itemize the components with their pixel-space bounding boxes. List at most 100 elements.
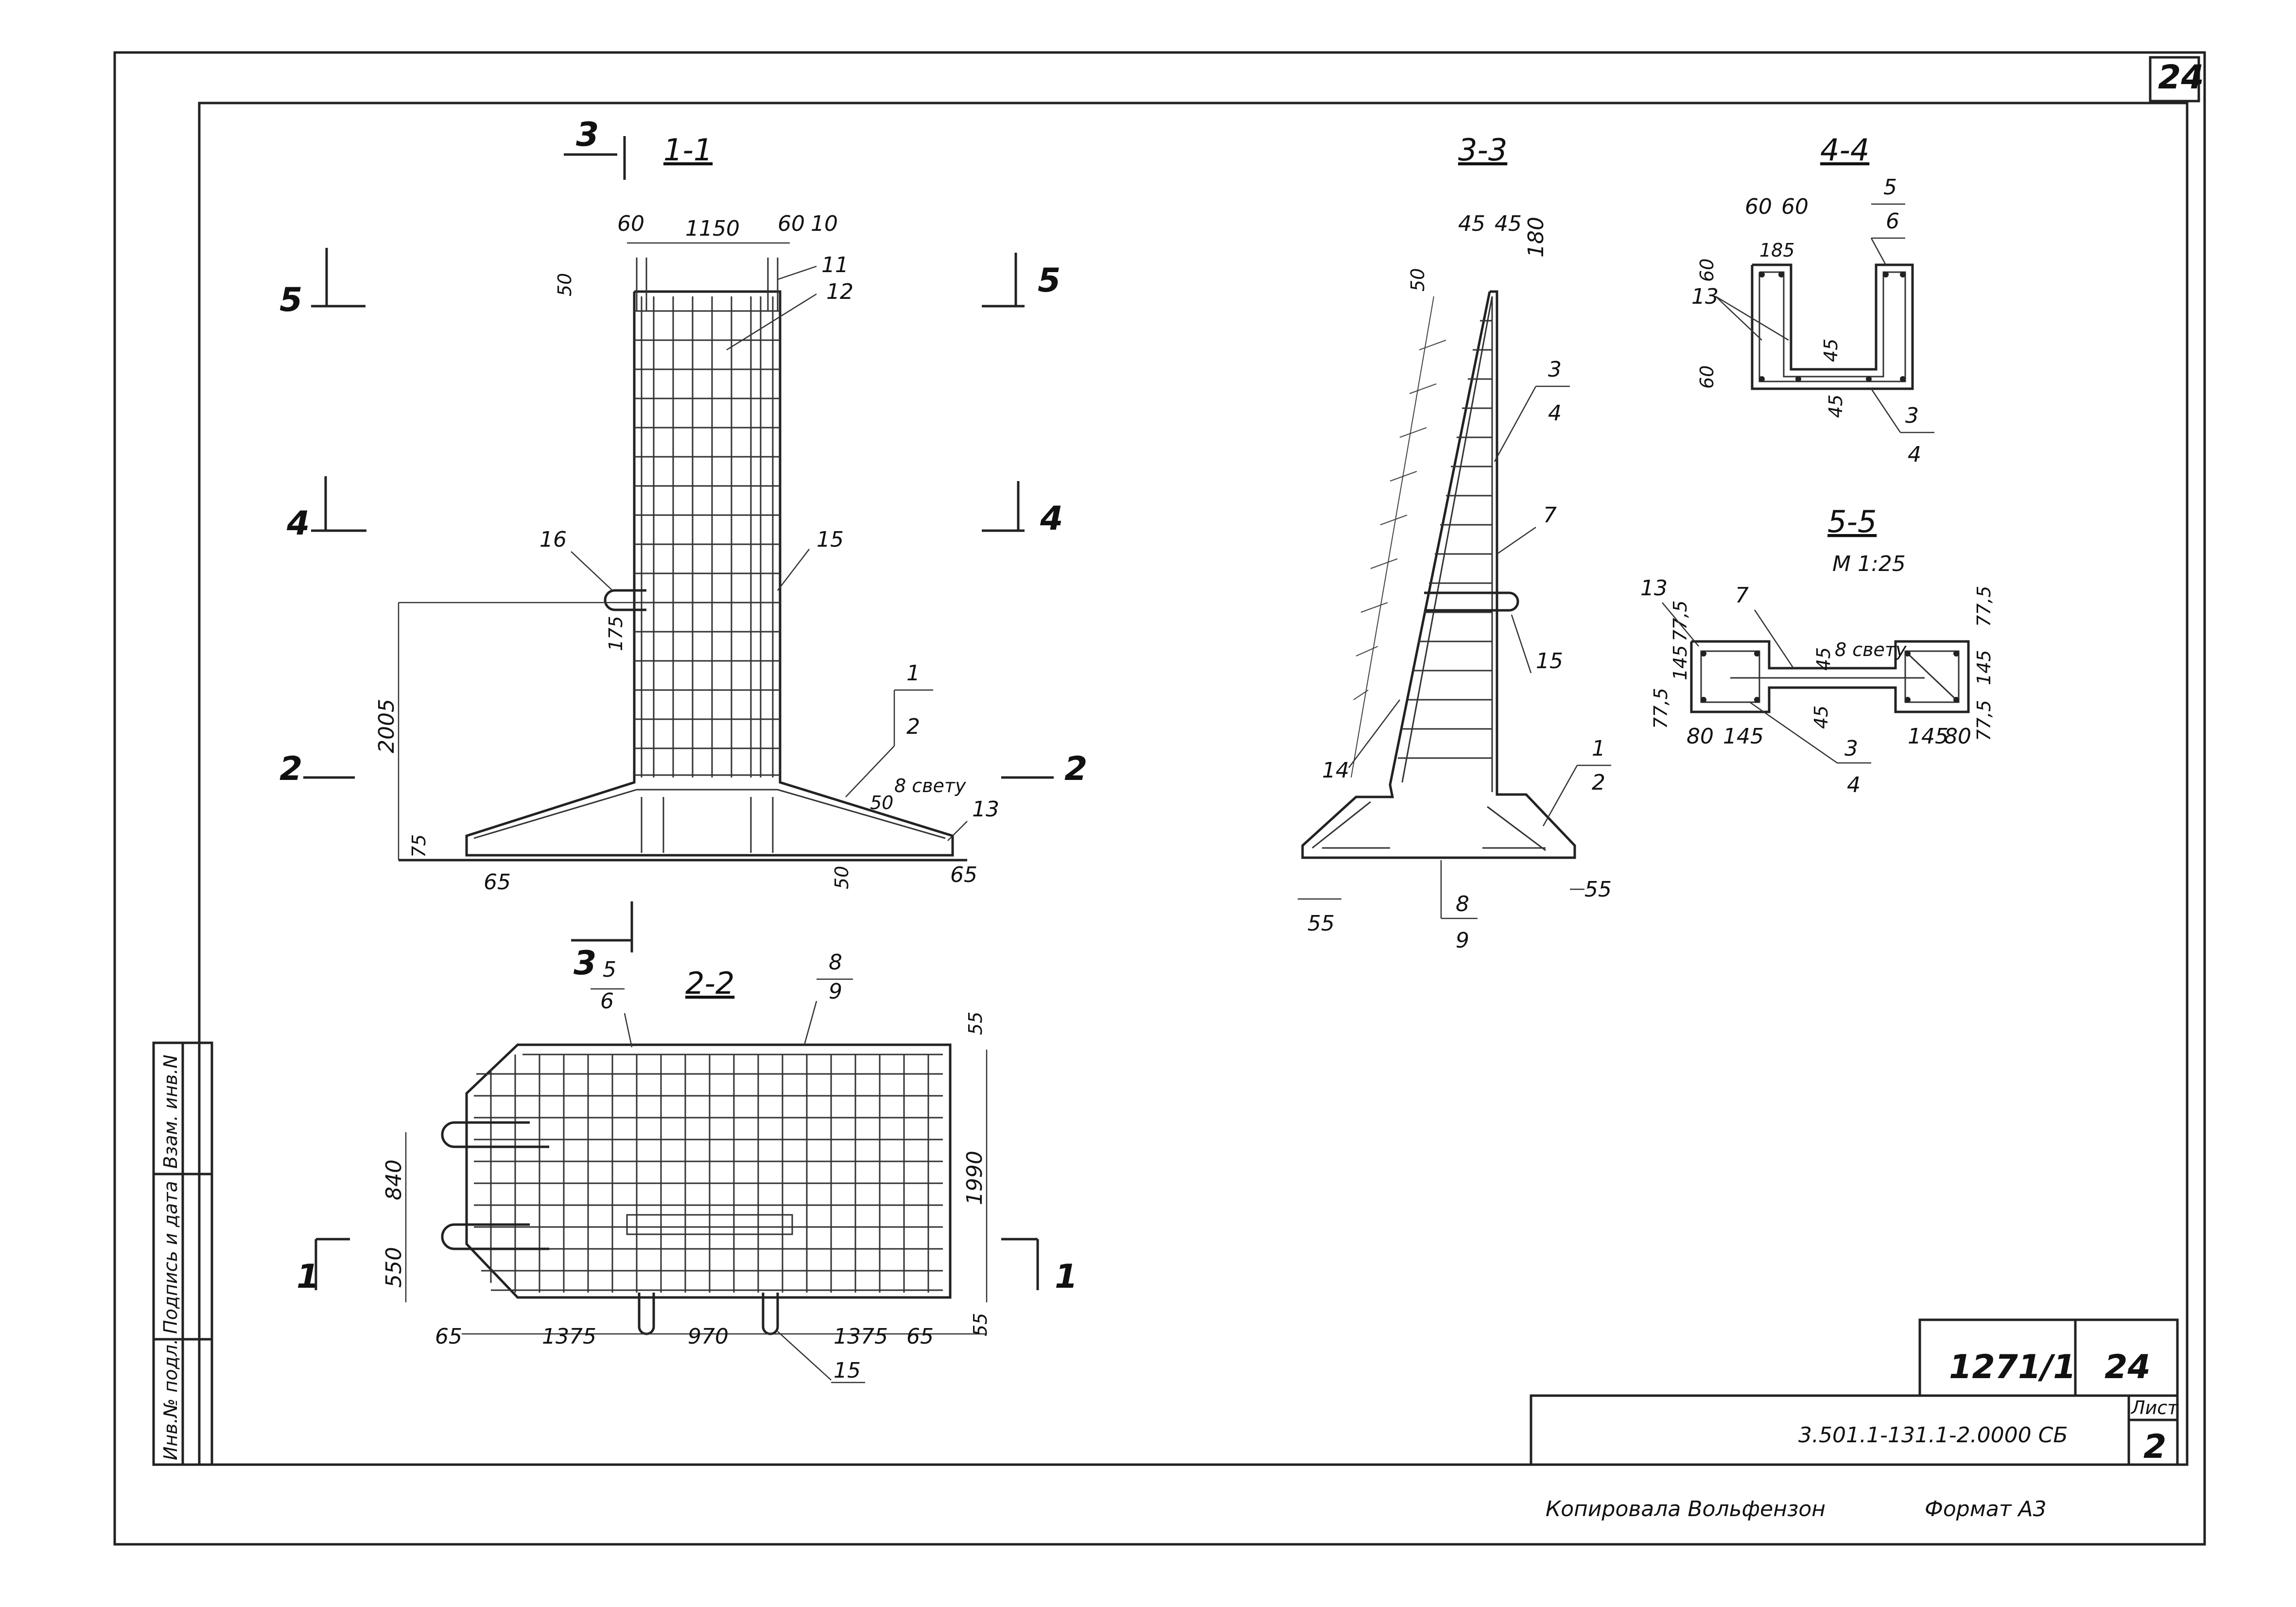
dim-clear: 8 свету bbox=[894, 775, 966, 796]
dim-180: 180 bbox=[1524, 217, 1548, 258]
cut-5-right: 5 bbox=[1038, 261, 1061, 300]
dim-970: 970 bbox=[688, 1324, 729, 1349]
dim-10: 10 bbox=[811, 211, 838, 236]
label-15-plan: 15 bbox=[834, 1358, 861, 1383]
corner-box bbox=[2149, 56, 2200, 103]
designation: 3.501.1-131.1-2.0000 СБ bbox=[1798, 1423, 2068, 1448]
dim-75: 75 bbox=[408, 834, 430, 858]
label-5-plan: 5 bbox=[603, 957, 616, 982]
cut-2-right: 2 bbox=[1064, 750, 1087, 788]
label-7-55: 7 bbox=[1735, 583, 1749, 608]
dim-775-d: 77,5 bbox=[1973, 700, 1995, 741]
cut-3-label: 3 bbox=[576, 116, 599, 154]
dim-45-a: 45 bbox=[1820, 339, 1842, 362]
label-15-33: 15 bbox=[1536, 649, 1563, 674]
outer-frame bbox=[113, 51, 2206, 1546]
section-3-3-hatch bbox=[1351, 296, 1446, 778]
dim-50-slope: 50 bbox=[870, 792, 893, 813]
side-stamp: Инв.№ подл. Подпись и дата Взам. инв.N bbox=[152, 1041, 213, 1466]
label-12: 12 bbox=[826, 279, 853, 304]
dim-185: 185 bbox=[1759, 240, 1795, 261]
dim-145-c: 145 bbox=[1973, 650, 1995, 685]
dim-80-b: 80 bbox=[1944, 724, 1971, 749]
label-6-plan: 6 bbox=[600, 989, 614, 1014]
dim-1375-left: 1375 bbox=[542, 1324, 596, 1349]
dim-55-bottom: 55 bbox=[970, 1313, 991, 1336]
dim-1990: 1990 bbox=[962, 1151, 987, 1205]
dim-55-top: 55 bbox=[965, 1012, 986, 1035]
section-5-5-title: 5-5 bbox=[1827, 504, 1877, 539]
stamp-replace: Взам. инв.N bbox=[160, 1054, 181, 1169]
dim-60-right: 60 bbox=[778, 211, 805, 236]
label-5-44: 5 bbox=[1883, 175, 1897, 200]
label-9-plan: 9 bbox=[829, 979, 842, 1004]
section-2-2: 2-2 3 1 1 bbox=[296, 901, 1078, 1383]
section-1-1-title: 1-1 bbox=[663, 132, 713, 168]
dim-65-right: 65 bbox=[950, 863, 977, 887]
dim-65-left: 65 bbox=[484, 870, 511, 895]
label-3: 3 bbox=[1548, 357, 1562, 382]
dim-145-d: 145 bbox=[1908, 724, 1948, 749]
stamp-inventory: Инв.№ подл. bbox=[160, 1339, 181, 1460]
sheet-number: 2 bbox=[2143, 1428, 2166, 1466]
label-6-44: 6 bbox=[1886, 209, 1899, 234]
label-13: 13 bbox=[972, 797, 999, 822]
dim-65-plan: 65 bbox=[435, 1324, 462, 1349]
dim-175: 175 bbox=[605, 616, 626, 651]
label-14: 14 bbox=[1322, 758, 1349, 783]
dim-50-top: 50 bbox=[554, 273, 575, 296]
section-4-4: 4-4 60 60 185 60 60 45 45 5 6 13 3 4 bbox=[1691, 132, 1934, 467]
dim-45-c: 45 bbox=[1813, 647, 1834, 671]
cut-2-left: 2 bbox=[279, 750, 302, 788]
dim-45-b: 45 bbox=[1825, 395, 1846, 418]
dim-60-a: 60 bbox=[1745, 194, 1772, 219]
page-number: 24 bbox=[2105, 1348, 2151, 1386]
dim-65-plan-right: 65 bbox=[906, 1324, 934, 1349]
dim-145-a: 145 bbox=[1670, 645, 1691, 680]
dim-60-left: 60 bbox=[617, 211, 644, 236]
dim-55-right: 55 bbox=[1584, 877, 1612, 902]
inner-frame bbox=[198, 102, 2189, 1466]
cut-4-right: 4 bbox=[1040, 500, 1063, 538]
dim-145-b: 145 bbox=[1723, 724, 1764, 749]
section-5-5-rebar bbox=[1701, 651, 1959, 703]
dim-60-d: 60 bbox=[1696, 365, 1718, 389]
label-4: 4 bbox=[1548, 401, 1562, 426]
dim-550: 550 bbox=[382, 1247, 406, 1288]
dim-50-bottom: 50 bbox=[831, 866, 852, 889]
label-8-33: 8 bbox=[1456, 892, 1469, 916]
stamp-signature: Подпись и дата bbox=[160, 1181, 181, 1334]
dim-1150: 1150 bbox=[685, 216, 740, 241]
label-7: 7 bbox=[1543, 503, 1557, 528]
corner-number: 24 bbox=[2158, 58, 2204, 97]
cut-4-left: 4 bbox=[286, 504, 310, 543]
label-1-33: 1 bbox=[1592, 736, 1605, 761]
section-1-1-rebar-grid bbox=[634, 258, 780, 853]
label-15: 15 bbox=[817, 527, 844, 552]
label-3-44: 3 bbox=[1905, 403, 1919, 428]
dim-45-left: 45 bbox=[1458, 211, 1485, 236]
label-8-plan: 8 bbox=[829, 950, 842, 975]
dim-45-d: 45 bbox=[1810, 706, 1832, 729]
dim-775-a: 77,5 bbox=[1670, 600, 1691, 641]
dim-55-left: 55 bbox=[1307, 911, 1335, 936]
sheet-label: Лист bbox=[2130, 1397, 2179, 1418]
section-3-3-rebar bbox=[1322, 296, 1546, 849]
section-4-4-rebar bbox=[1759, 272, 1906, 382]
dim-clear-55: 8 свету bbox=[1835, 639, 1907, 660]
label-4-44: 4 bbox=[1908, 442, 1921, 467]
section-5-5-scale: М 1:25 bbox=[1832, 552, 1906, 576]
dim-1375-right: 1375 bbox=[834, 1324, 888, 1349]
dim-775-b: 77,5 bbox=[1650, 688, 1671, 729]
section-2-2-title: 2-2 bbox=[685, 966, 734, 1001]
section-3-3: 3-3 bbox=[1298, 132, 1612, 953]
label-1: 1 bbox=[906, 661, 920, 686]
label-11: 11 bbox=[821, 253, 849, 277]
label-9-33: 9 bbox=[1456, 928, 1469, 953]
label-2: 2 bbox=[906, 714, 920, 739]
section-5-5: 5-5 М 1:25 77,5 145 77,5 80 145 45 8 све… bbox=[1640, 504, 1995, 797]
cut-5-left: 5 bbox=[279, 281, 302, 319]
section-3-3-title: 3-3 bbox=[1458, 132, 1507, 168]
paper-format: Формат А3 bbox=[1925, 1497, 2047, 1521]
